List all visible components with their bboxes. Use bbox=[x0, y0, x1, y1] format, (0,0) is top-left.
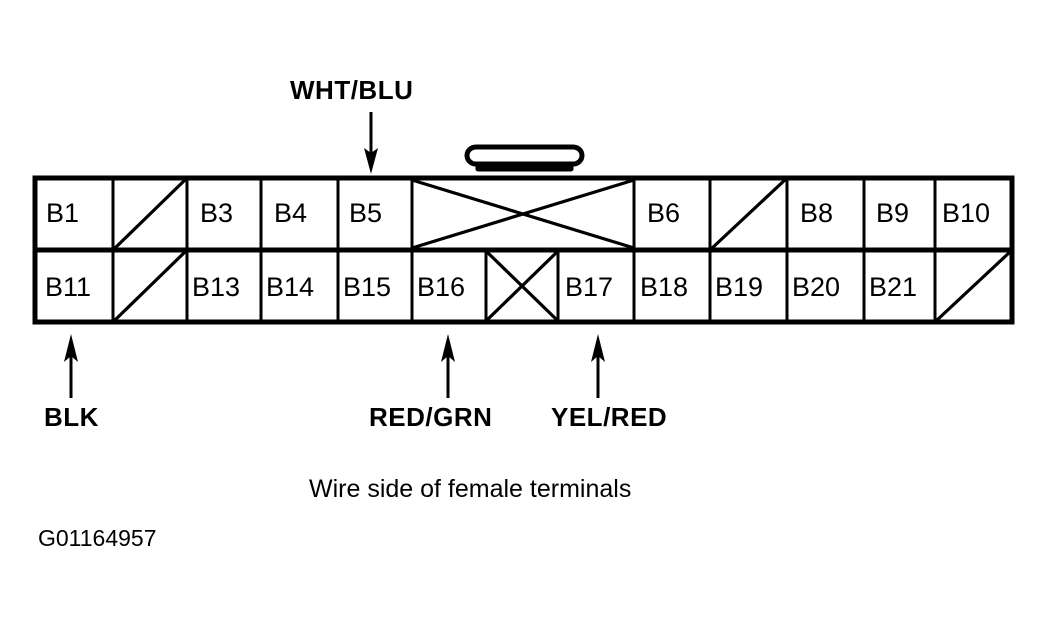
terminal-label: B16 bbox=[417, 272, 465, 302]
terminal-label: B15 bbox=[343, 272, 391, 302]
blank-slash-icon bbox=[934, 249, 1013, 323]
connector-row-top: B1 B3 B4 B5 bbox=[46, 176, 990, 252]
terminal-label: B9 bbox=[876, 198, 909, 228]
terminal-label: B19 bbox=[715, 272, 763, 302]
wire-callout-label: WHT/BLU bbox=[290, 75, 413, 105]
terminal-cell-b1[interactable]: B1 bbox=[46, 198, 79, 228]
terminal-cell-b17[interactable]: B17 bbox=[565, 272, 613, 302]
terminal-cell-b8[interactable]: B8 bbox=[800, 198, 833, 228]
terminal-cell-b18[interactable]: B18 bbox=[640, 272, 688, 302]
blank-cell-b2 bbox=[111, 176, 189, 252]
terminal-cell-b11[interactable]: B11 bbox=[45, 272, 91, 302]
terminal-cell-b14[interactable]: B14 bbox=[266, 272, 314, 302]
arrow-up-icon bbox=[64, 334, 78, 362]
blank-cell-b22 bbox=[934, 249, 1013, 323]
terminal-label: B1 bbox=[46, 198, 79, 228]
blank-cross-icon bbox=[485, 250, 559, 322]
terminal-label: B21 bbox=[869, 272, 917, 302]
terminal-label: B13 bbox=[192, 272, 240, 302]
terminal-cell-b6[interactable]: B6 bbox=[647, 198, 680, 228]
blank-cell-b7 bbox=[708, 176, 789, 252]
blank-slash-icon bbox=[708, 176, 789, 252]
terminal-cell-b3[interactable]: B3 bbox=[200, 198, 233, 228]
terminal-cell-b13[interactable]: B13 bbox=[192, 272, 240, 302]
diagram-caption: Wire side of female terminals bbox=[309, 475, 631, 503]
terminal-label: B20 bbox=[792, 272, 840, 302]
connector-row-bottom: B11 B13 B14 B15 B16 bbox=[45, 248, 1013, 324]
blank-slash-icon bbox=[111, 248, 189, 324]
terminal-cell-b21[interactable]: B21 bbox=[869, 272, 917, 302]
terminal-cell-b10[interactable]: B10 bbox=[942, 198, 990, 228]
callout-blk: BLK bbox=[44, 334, 99, 432]
blank-slash-icon bbox=[111, 176, 189, 252]
wire-callout-label: RED/GRN bbox=[369, 402, 492, 432]
blank-cross-icon bbox=[411, 178, 635, 250]
terminal-cell-b15[interactable]: B15 bbox=[343, 272, 391, 302]
callout-wht-blu: WHT/BLU bbox=[290, 75, 413, 174]
terminal-label: B3 bbox=[200, 198, 233, 228]
terminal-cell-b19[interactable]: B19 bbox=[715, 272, 763, 302]
figure-id-label: G01164957 bbox=[38, 525, 157, 551]
terminal-label: B18 bbox=[640, 272, 688, 302]
locking-tab-cap bbox=[464, 144, 585, 167]
terminal-cell-b16[interactable]: B16 bbox=[417, 272, 465, 302]
terminal-label: B11 bbox=[45, 272, 91, 302]
terminal-cell-b9[interactable]: B9 bbox=[876, 198, 909, 228]
terminal-label: B4 bbox=[274, 198, 307, 228]
callout-red-grn: RED/GRN bbox=[369, 334, 492, 432]
wire-callout-label: BLK bbox=[44, 402, 99, 432]
blank-cell-b12 bbox=[111, 248, 189, 324]
terminal-label: B17 bbox=[565, 272, 613, 302]
arrow-up-icon bbox=[591, 334, 605, 362]
blank-cell-wide-cross bbox=[411, 178, 635, 250]
terminal-cell-b20[interactable]: B20 bbox=[792, 272, 840, 302]
arrow-up-icon bbox=[441, 334, 455, 362]
terminal-label: B10 bbox=[942, 198, 990, 228]
blank-cell-cross-small bbox=[485, 250, 559, 322]
wire-callout-label: YEL/RED bbox=[551, 402, 667, 432]
terminal-cell-b4[interactable]: B4 bbox=[274, 198, 307, 228]
callout-yel-red: YEL/RED bbox=[551, 334, 667, 432]
arrow-down-icon bbox=[364, 148, 378, 174]
terminal-label: B8 bbox=[800, 198, 833, 228]
terminal-label: B14 bbox=[266, 272, 314, 302]
terminal-cell-b5[interactable]: B5 bbox=[349, 198, 382, 228]
terminal-label: B5 bbox=[349, 198, 382, 228]
connector-locking-tab bbox=[464, 144, 585, 172]
terminal-label: B6 bbox=[647, 198, 680, 228]
